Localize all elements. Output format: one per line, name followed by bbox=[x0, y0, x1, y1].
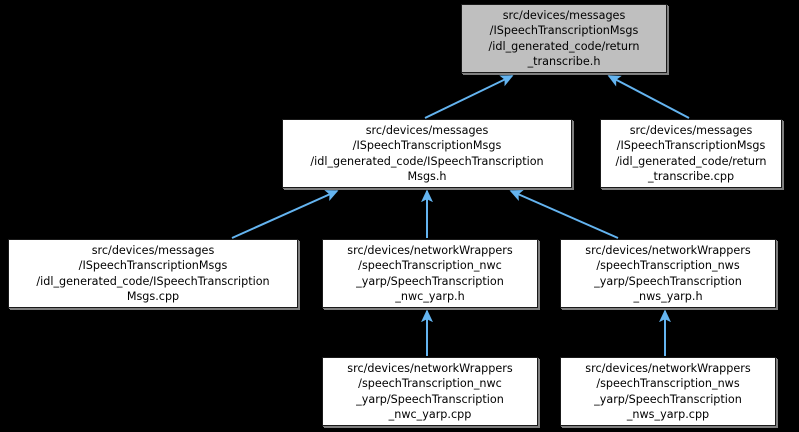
graph-node-nws_yarp_h[interactable]: src/devices/networkWrappers /speechTrans… bbox=[560, 239, 776, 308]
graph-node-nwc_yarp_h[interactable]: src/devices/networkWrappers /speechTrans… bbox=[322, 239, 538, 308]
graph-edge-e2 bbox=[607, 75, 690, 119]
graph-node-label: src/devices/networkWrappers /speechTrans… bbox=[585, 243, 751, 303]
graph-node-nws_yarp_cpp[interactable]: src/devices/networkWrappers /speechTrans… bbox=[560, 357, 776, 426]
graph-node-ispeechtranscriptionmsgs_h[interactable]: src/devices/messages /ISpeechTranscripti… bbox=[282, 119, 572, 188]
graph-node-nwc_yarp_cpp[interactable]: src/devices/networkWrappers /speechTrans… bbox=[322, 357, 538, 426]
graph-node-label: src/devices/messages /ISpeechTranscripti… bbox=[310, 123, 544, 183]
graph-node-label: src/devices/networkWrappers /speechTrans… bbox=[585, 361, 751, 421]
graph-edge-e1 bbox=[424, 75, 514, 119]
graph-node-label: src/devices/messages /ISpeechTranscripti… bbox=[615, 123, 767, 183]
graph-node-return_transcribe_cpp[interactable]: src/devices/messages /ISpeechTranscripti… bbox=[600, 119, 782, 188]
graph-node-ispeechtranscriptionmsgs_cpp[interactable]: src/devices/messages /ISpeechTranscripti… bbox=[8, 239, 298, 308]
graph-edge-e5 bbox=[509, 190, 619, 239]
graph-edge-e3 bbox=[231, 190, 339, 239]
graph-node-return_transcribe_h[interactable]: src/devices/messages /ISpeechTranscripti… bbox=[461, 4, 667, 73]
graph-node-label: src/devices/networkWrappers /speechTrans… bbox=[347, 243, 513, 303]
graph-node-label: src/devices/messages /ISpeechTranscripti… bbox=[36, 243, 270, 303]
graph-node-label: src/devices/networkWrappers /speechTrans… bbox=[347, 361, 513, 421]
graph-node-label: src/devices/messages /ISpeechTranscripti… bbox=[488, 8, 640, 68]
